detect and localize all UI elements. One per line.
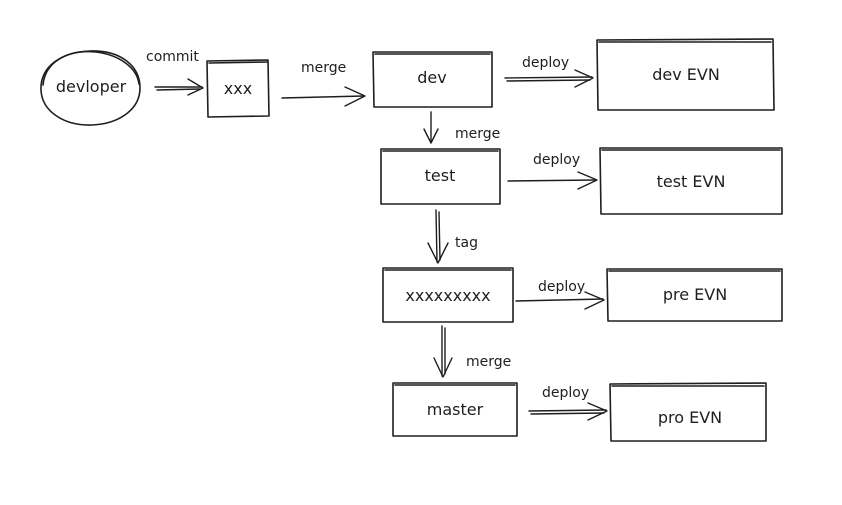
test-label: test — [425, 166, 456, 185]
commit-box-label: xxx — [224, 79, 252, 98]
pro-env-label: pro EVN — [658, 408, 722, 427]
dev-node: dev — [372, 51, 493, 108]
dev-env-node: dev EVN — [596, 38, 775, 111]
deploy-pro-label: deploy — [542, 385, 589, 401]
merge-to-test-arrow: merge — [423, 111, 500, 144]
deploy-test-label: deploy — [533, 152, 580, 168]
test-env-label: test EVN — [657, 172, 726, 191]
master-label: master — [427, 400, 484, 419]
master-node: master — [392, 382, 518, 437]
deploy-dev-arrow: deploy — [504, 55, 594, 88]
tag-label: tag — [455, 235, 478, 251]
merge-to-dev-arrow: merge — [281, 60, 366, 107]
tag-node: xxxxxxxxx — [382, 267, 514, 323]
test-env-node: test EVN — [599, 147, 783, 215]
pre-env-node: pre EVN — [606, 268, 783, 322]
deploy-pro-arrow: deploy — [528, 385, 608, 421]
developer-label: devloper — [56, 77, 127, 96]
dev-label: dev — [417, 68, 446, 87]
pre-env-label: pre EVN — [663, 285, 727, 304]
test-node: test — [380, 148, 501, 205]
developer-node: devloper — [40, 50, 141, 126]
dev-env-label: dev EVN — [652, 65, 720, 84]
deploy-dev-label: deploy — [522, 55, 569, 71]
merge-to-master-label: merge — [466, 354, 511, 370]
merge-to-dev-label: merge — [301, 60, 346, 76]
merge-to-master-arrow: merge — [433, 325, 511, 378]
merge-to-test-label: merge — [455, 126, 500, 142]
commit-box: xxx — [206, 59, 270, 118]
tag-node-label: xxxxxxxxx — [405, 286, 490, 305]
commit-label: commit — [146, 49, 199, 65]
deploy-test-arrow: deploy — [507, 152, 598, 190]
commit-arrow: commit — [146, 49, 204, 96]
pro-env-node: pro EVN — [609, 382, 767, 442]
tag-arrow: tag — [427, 209, 478, 264]
deploy-pre-label: deploy — [538, 279, 585, 295]
deploy-pre-arrow: deploy — [515, 279, 605, 310]
